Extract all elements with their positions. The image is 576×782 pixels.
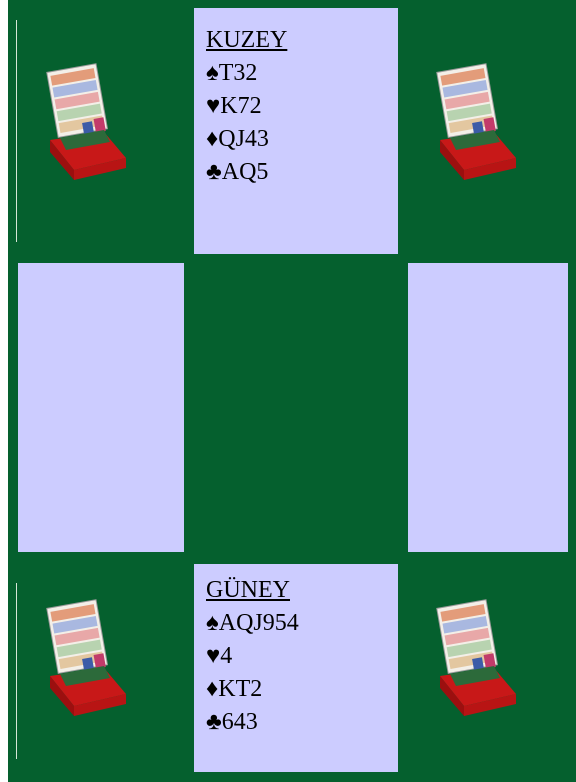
south-clubs-cards: 643 bbox=[222, 709, 258, 735]
north-spades-line: ♠T32 bbox=[206, 57, 398, 90]
north-hearts-cards: K72 bbox=[220, 93, 261, 119]
north-hand-panel: KUZEY ♠T32 ♥K72 ♦QJ43 ♣AQ5 bbox=[194, 8, 398, 254]
south-diamonds-cards: KT2 bbox=[218, 676, 262, 702]
bridge-board-icon bbox=[46, 62, 130, 182]
spade-suit-icon: ♠ bbox=[206, 60, 219, 86]
south-spades-line: ♠AQJ954 bbox=[206, 607, 398, 640]
north-hearts-line: ♥K72 bbox=[206, 90, 398, 123]
east-hand-panel bbox=[408, 263, 568, 552]
north-diamonds-line: ♦QJ43 bbox=[206, 123, 398, 156]
bridge-board-icon bbox=[436, 598, 520, 718]
south-diamonds-line: ♦KT2 bbox=[206, 673, 398, 706]
left-edge-line bbox=[16, 20, 17, 242]
south-hand-panel: GÜNEY ♠AQJ954 ♥4 ♦KT2 ♣643 bbox=[194, 564, 398, 772]
south-hearts-line: ♥4 bbox=[206, 640, 398, 673]
north-clubs-cards: AQ5 bbox=[222, 159, 269, 185]
south-spades-cards: AQJ954 bbox=[219, 610, 299, 636]
left-edge-line bbox=[16, 583, 17, 759]
club-suit-icon: ♣ bbox=[206, 159, 222, 185]
diamond-suit-icon: ♦ bbox=[206, 126, 218, 152]
north-clubs-line: ♣AQ5 bbox=[206, 156, 398, 189]
club-suit-icon: ♣ bbox=[206, 709, 222, 735]
bridge-board-icon bbox=[46, 598, 130, 718]
bridge-board-icon bbox=[436, 62, 520, 182]
diamond-suit-icon: ♦ bbox=[206, 676, 218, 702]
west-hand-panel bbox=[18, 263, 184, 552]
north-diamonds-cards: QJ43 bbox=[218, 126, 269, 152]
south-clubs-line: ♣643 bbox=[206, 706, 398, 739]
south-hand-title: GÜNEY bbox=[206, 574, 398, 607]
spade-suit-icon: ♠ bbox=[206, 610, 219, 636]
heart-suit-icon: ♥ bbox=[206, 643, 220, 669]
heart-suit-icon: ♥ bbox=[206, 93, 220, 119]
south-hearts-cards: 4 bbox=[220, 643, 232, 669]
north-spades-cards: T32 bbox=[219, 60, 258, 86]
north-hand-title: KUZEY bbox=[206, 24, 398, 57]
